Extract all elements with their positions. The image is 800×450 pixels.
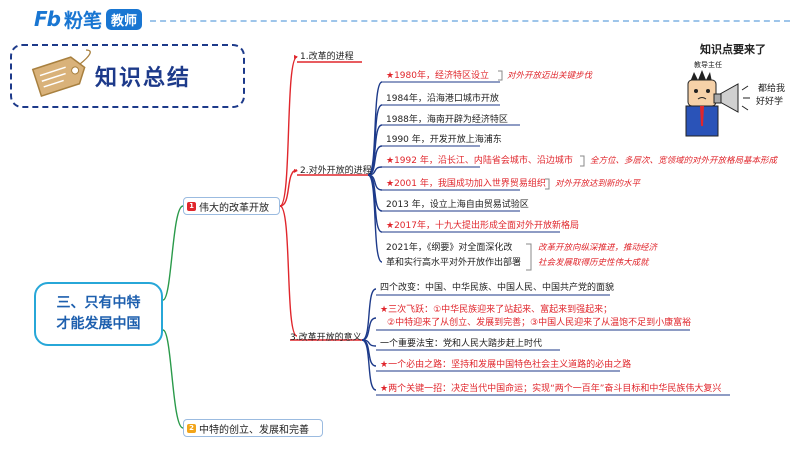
connector-branch2 [162, 329, 184, 429]
item-text: 2001 年，我国成功加入世界贸易组织 [394, 179, 546, 189]
opening-note-2021-line1: 改革开放向纵深推进，推动经济 [538, 243, 658, 253]
opening-item-1988[interactable]: 1988年，海南开辟为经济特区 [386, 115, 508, 125]
opening-note-1980: 对外开放迈出关键步伐 [507, 71, 593, 81]
cartoon-speech-line1: 都给我 [758, 84, 786, 94]
central-line2: 才能发展中国 [56, 316, 141, 332]
logo-tag: 教师 [106, 8, 143, 30]
opening-note-2021-line2: 社会发展取得历史性伟大成就 [538, 258, 649, 268]
meaning-three-leaps-line2[interactable]: ②中特迎来了从创立、发展到完善；③中国人民迎来了从温饱不足到小康富裕 [387, 318, 692, 328]
cartoon-role: 教导主任 [694, 61, 722, 69]
meaning-only-path[interactable]: ★一个必由之路：坚持和发展中国特色社会主义道路的必由之路 [380, 360, 631, 371]
branch-reform-opening[interactable]: 1 伟大的改革开放 [183, 197, 280, 215]
item-text: 一个必由之路：坚持和发展中国特色社会主义道路的必由之路 [388, 360, 632, 370]
flag-icon: ▸ [294, 166, 299, 175]
star-icon: ★ [380, 360, 389, 370]
section-opening-process[interactable]: ▸2.对外开放的进程 [294, 163, 372, 176]
item-text: 1992 年，沿长江、内陆省会城市、沿边城市 [394, 156, 573, 166]
connector-s3 [279, 205, 298, 337]
opening-item-1992[interactable]: ★1992 年，沿长江、内陆省会城市、沿边城市 [386, 156, 573, 167]
star-icon: ★ [386, 221, 395, 231]
connector-s2 [279, 169, 298, 207]
section-label: 1.改革的进程 [300, 52, 354, 62]
star-icon: ★ [380, 384, 389, 394]
flag-icon: ▸ [294, 52, 299, 61]
teacher-megaphone-icon [685, 70, 750, 137]
summary-title: 知识总结 [95, 66, 192, 91]
branch-number-badge: 1 [187, 201, 196, 211]
section-reform-process[interactable]: ▸1.改革的进程 [294, 49, 354, 62]
branch-label: 伟大的改革开放 [199, 202, 269, 214]
logo-mark: Fb [34, 7, 61, 31]
header-divider [150, 20, 790, 22]
branch-label: 中特的创立、发展和完善 [199, 424, 309, 436]
star-icon: ★ [380, 305, 389, 315]
meaning-key-move[interactable]: ★两个关键一招：决定当代中国命运；实现“两个一百年”奋斗目标和中华民族伟大复兴 [380, 384, 721, 395]
item-text: 1980年，经济特区设立 [394, 71, 489, 81]
meaning-magic-weapon[interactable]: 一个重要法宝：党和人民大踏步赶上时代 [380, 339, 543, 349]
opening-item-2021-line1[interactable]: 2021年，《纲要》对全面深化改 [386, 243, 513, 253]
opening-item-2021-line2[interactable]: 革和实行高水平对外开放作出部署 [386, 258, 522, 268]
star-icon: ★ [386, 179, 395, 189]
central-line1: 三、只有中特 [56, 295, 141, 311]
opening-item-2013[interactable]: 2013 年，设立上海自由贸易试验区 [386, 200, 529, 210]
branch-number-badge: 2 [187, 423, 196, 433]
tag-icon [31, 49, 91, 98]
central-topic: 三、只有中特 才能发展中国 [34, 282, 163, 346]
meaning-four-changes[interactable]: 四个改变：中国、中华民族、中国人民、中国共产党的面貌 [380, 283, 615, 293]
item-text: 2017年，十九大提出形成全面对外开放新格局 [394, 221, 579, 231]
opening-note-1992: 全方位、多层次、宽领域的对外开放格局基本形成 [590, 156, 778, 166]
connector-s1 [279, 56, 298, 207]
branch-socialism-development[interactable]: 2 中特的创立、发展和完善 [183, 419, 323, 437]
brand-logo: Fb 粉笔 教师 [34, 7, 143, 32]
item-text: 两个关键一招：决定当代中国命运；实现“两个一百年”奋斗目标和中华民族伟大复兴 [388, 384, 722, 394]
opening-item-1990[interactable]: 1990 年，开发开放上海浦东 [386, 135, 502, 145]
section-label: 2.对外开放的进程 [300, 166, 372, 176]
star-icon: ★ [386, 156, 395, 166]
opening-item-2017[interactable]: ★2017年，十九大提出形成全面对外开放新格局 [386, 221, 579, 232]
cartoon-title: 知识点要来了 [700, 43, 766, 56]
item-text: 三次飞跃：①中华民族迎来了站起来、富起来到强起来； [388, 305, 613, 315]
opening-note-2001: 对外开放达到新的水平 [555, 179, 641, 189]
connector-branch1 [162, 205, 184, 301]
cartoon-speech-line2: 好好学 [756, 97, 784, 107]
meaning-three-leaps-line1[interactable]: ★三次飞跃：①中华民族迎来了站起来、富起来到强起来； [380, 305, 612, 316]
section-reform-meaning[interactable]: 3.改革开放的意义 [290, 330, 362, 343]
opening-item-2001[interactable]: ★2001 年，我国成功加入世界贸易组织 [386, 179, 546, 190]
logo-brand: 粉笔 [63, 9, 102, 32]
opening-item-1980[interactable]: ★1980年，经济特区设立 [386, 71, 489, 82]
opening-item-1984[interactable]: 1984年，沿海港口城市开放 [386, 94, 499, 104]
star-icon: ★ [386, 71, 395, 81]
section-label: 3.改革开放的意义 [290, 333, 362, 343]
